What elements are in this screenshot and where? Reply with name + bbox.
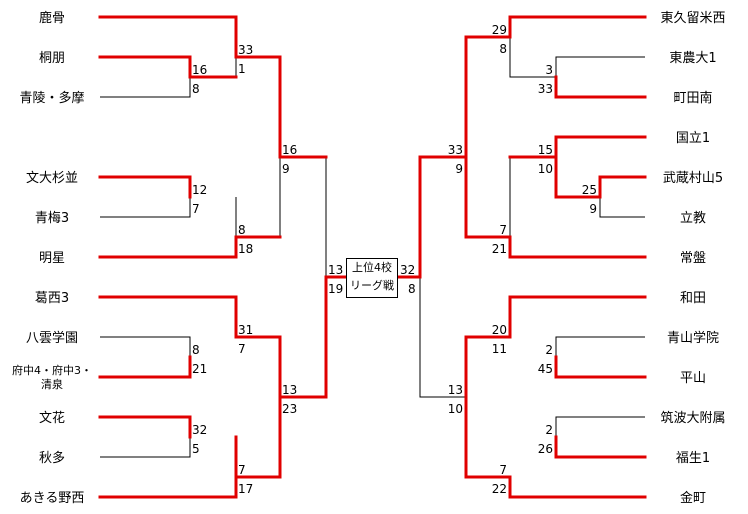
score: 22 <box>492 482 507 496</box>
team-left-10: 文花 <box>39 410 65 426</box>
score: 31 <box>238 323 253 337</box>
team-left-4: 文大杉並 <box>26 171 78 186</box>
score: 33 <box>238 43 253 57</box>
score: 9 <box>282 162 290 176</box>
score: 33 <box>448 143 463 157</box>
score: 20 <box>492 323 507 337</box>
team-right-3: 町田南 <box>673 90 712 106</box>
team-right-9: 青山学院 <box>667 330 719 346</box>
team-left-8: 八雲学園 <box>26 330 78 346</box>
score: 13 <box>328 263 343 277</box>
score: 2 <box>545 343 553 357</box>
score: 16 <box>282 143 297 157</box>
team-left-9a: 府中4・府中3・ <box>12 363 92 377</box>
team-left-2: 桐朋 <box>39 51 65 66</box>
right-scores: 3 33 29 8 25 9 15 10 7 21 33 9 2 45 20 1… <box>400 23 597 496</box>
score: 5 <box>192 442 200 456</box>
final-league-box: 上位4校 リーグ戦 <box>346 258 398 298</box>
score: 10 <box>448 402 463 416</box>
left-team-names: 鹿骨 桐朋 青陵・多摩 文大杉並 青梅3 明星 葛西3 八雲学園 府中4・府中3… <box>12 10 92 506</box>
left-winning-lines <box>98 15 348 499</box>
right-winning-lines <box>396 15 647 499</box>
score: 2 <box>545 423 553 437</box>
team-left-12: あきる野西 <box>20 491 85 506</box>
final-league-label-2: リーグ戦 <box>350 279 394 292</box>
score: 21 <box>192 362 207 376</box>
team-left-5: 青梅3 <box>35 211 69 226</box>
score: 17 <box>238 482 253 496</box>
score: 12 <box>192 183 207 197</box>
team-left-9b: 清泉 <box>41 377 63 391</box>
score: 18 <box>238 242 253 256</box>
score: 45 <box>538 362 553 376</box>
team-right-6: 立教 <box>680 210 706 226</box>
score: 16 <box>192 63 207 77</box>
score: 10 <box>538 162 553 176</box>
score: 7 <box>238 463 246 477</box>
team-left-7: 葛西3 <box>35 291 69 306</box>
right-team-names: 東久留米西 東農大1 町田南 国立1 武蔵村山5 立教 常盤 和田 青山学院 平… <box>660 10 725 506</box>
team-right-5: 武蔵村山5 <box>663 171 723 186</box>
team-left-1: 鹿骨 <box>39 10 65 26</box>
final-league-label-1: 上位4校 <box>352 261 392 274</box>
score: 29 <box>492 23 507 37</box>
score: 21 <box>492 242 507 256</box>
score: 13 <box>282 383 297 397</box>
score: 26 <box>538 442 553 456</box>
score: 8 <box>408 282 416 296</box>
score: 33 <box>538 82 553 96</box>
score: 8 <box>499 42 507 56</box>
team-left-3: 青陵・多摩 <box>19 90 84 106</box>
team-right-4: 国立1 <box>676 131 710 146</box>
team-left-6: 明星 <box>39 251 65 266</box>
team-right-8: 和田 <box>680 291 706 306</box>
score: 7 <box>192 202 200 216</box>
score: 32 <box>192 423 207 437</box>
score: 15 <box>538 143 553 157</box>
score: 9 <box>589 202 597 216</box>
team-right-10: 平山 <box>680 371 706 386</box>
score: 25 <box>582 183 597 197</box>
team-left-11: 秋多 <box>39 450 65 466</box>
team-right-11: 筑波大附属 <box>660 410 725 426</box>
score: 9 <box>455 162 463 176</box>
left-scores: 16 8 33 1 12 7 8 18 16 9 8 21 31 7 32 5 … <box>192 43 343 496</box>
score: 7 <box>238 342 246 356</box>
team-right-13: 金町 <box>680 490 706 506</box>
score: 8 <box>192 343 200 357</box>
score: 13 <box>448 383 463 397</box>
team-right-12: 福生1 <box>676 451 710 466</box>
team-right-7: 常盤 <box>680 251 706 266</box>
score: 7 <box>499 463 507 477</box>
score: 11 <box>492 342 507 356</box>
score: 19 <box>328 282 343 296</box>
team-right-1: 東久留米西 <box>660 10 725 26</box>
score: 32 <box>400 263 415 277</box>
score: 8 <box>192 82 200 96</box>
score: 8 <box>238 223 246 237</box>
team-right-2: 東農大1 <box>669 50 716 66</box>
score: 7 <box>499 223 507 237</box>
score: 23 <box>282 402 297 416</box>
score: 3 <box>545 63 553 77</box>
score: 1 <box>238 62 246 76</box>
